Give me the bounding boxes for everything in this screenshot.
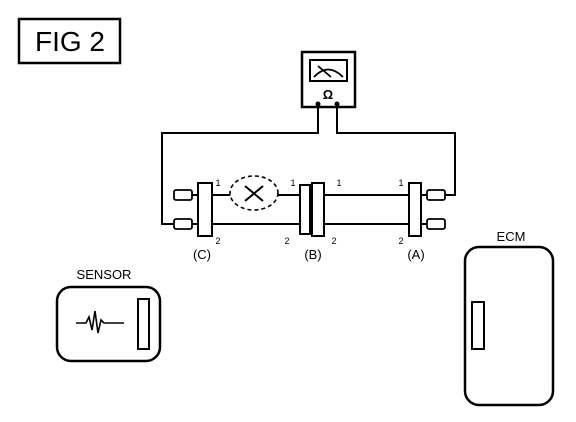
connector-c-label: (C) [193, 247, 211, 262]
connector-a-pin-2: 2 [398, 236, 403, 246]
connector-c-body [197, 182, 213, 237]
figure-label: FIG 2 [35, 26, 105, 57]
figure-label-box: FIG 2 [17, 17, 122, 65]
connector-b: 1 2 1 2 (B) [284, 178, 341, 262]
connector-b-pin-2-left: 2 [284, 236, 289, 246]
connector-a-pin-1: 1 [398, 178, 403, 188]
ecm-label: ECM [497, 229, 526, 244]
connector-c: 1 2 (C) [173, 178, 221, 262]
open-circuit-mark [229, 175, 279, 211]
sensor: SENSOR [55, 267, 162, 363]
sensor-connector-slot [137, 298, 150, 350]
sensor-body [55, 285, 162, 363]
ecm-connector-slot [471, 301, 485, 350]
connector-c-terminal-1 [173, 189, 193, 201]
connector-a-terminal-1 [426, 189, 446, 201]
connector-a-label: (A) [407, 247, 424, 262]
connector-b-pin-1-left: 1 [290, 178, 295, 188]
connector-b-pin-1-right: 1 [336, 178, 341, 188]
connector-b-pin-2-right: 2 [331, 236, 336, 246]
connector-b-half-left [299, 184, 311, 235]
meter-gauge-icon [313, 65, 344, 78]
ohm-symbol: Ω [323, 87, 333, 102]
connector-c-pin-1: 1 [215, 178, 220, 188]
ecm-body [463, 245, 555, 407]
connector-a-terminal-2 [426, 218, 446, 230]
connector-c-pin-2: 2 [215, 236, 220, 246]
connector-b-label: (B) [304, 247, 321, 262]
ohmmeter: Ω [300, 50, 357, 109]
connector-a: 1 2 (A) [398, 178, 446, 262]
connector-c-terminal-2 [173, 218, 193, 230]
connector-a-body [408, 182, 422, 237]
meter-leads [161, 104, 456, 225]
connector-b-half-right [311, 182, 325, 237]
ecm: ECM [463, 229, 555, 407]
sensor-signal-icon [76, 310, 124, 334]
sensor-label: SENSOR [77, 267, 132, 282]
